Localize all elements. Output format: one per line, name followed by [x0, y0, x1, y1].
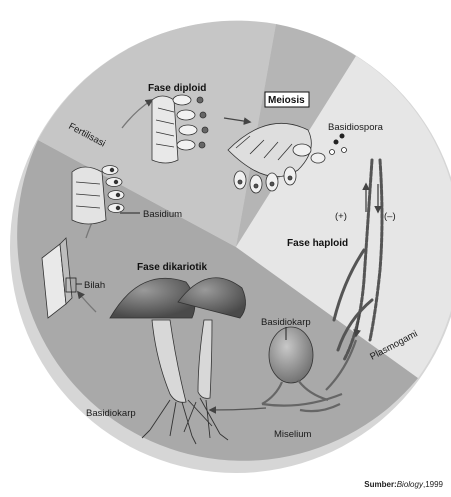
label-plus: (+) — [335, 211, 347, 222]
mushroom-roots — [141, 397, 229, 445]
basidiospore-dots — [329, 133, 347, 155]
meiosis-cluster — [227, 123, 326, 194]
label-minus: (–) — [384, 211, 396, 222]
source-credit: Sumber:Biology,1999 — [364, 480, 443, 489]
mycelium-network — [261, 339, 358, 413]
label-fase-haploid: Fase haploid — [287, 238, 348, 249]
young-basidiocarp — [268, 326, 314, 384]
label-basidiospora: Basidiospora — [328, 122, 384, 133]
label-basidiokarp-right: Basidiokarp — [261, 317, 311, 328]
gill-slab — [41, 237, 77, 319]
arrow-mycelium-to-mushroom — [208, 406, 267, 414]
label-miselium: Miselium — [274, 429, 312, 440]
label-fase-dikariotik: Fase dikariotik — [137, 262, 207, 273]
haploid-hyphae — [332, 158, 384, 362]
fertilisation-basidia-cluster — [71, 165, 125, 225]
arrow-diploid-to-meiosis — [223, 117, 252, 125]
label-basidium: Basidium — [143, 209, 182, 220]
meiosis-box — [264, 91, 310, 108]
haploid-sector — [236, 56, 451, 378]
arrow-mushroom-to-gill — [77, 290, 97, 313]
diploid-basidia-cluster — [151, 94, 209, 164]
arrow-fertilisation — [121, 99, 154, 129]
haploid-arrows — [353, 182, 382, 338]
label-basidiokarp-left: Basidiokarp — [86, 408, 136, 419]
source-title: Biology — [396, 480, 423, 489]
source-prefix: Sumber: — [364, 480, 397, 489]
label-fase-diploid: Fase diploid — [148, 83, 206, 94]
source-year: ,1999 — [422, 480, 443, 489]
label-bilah: Bilah — [84, 280, 105, 291]
mature-mushrooms — [109, 277, 246, 403]
label-meiosis: Meiosis — [268, 95, 305, 106]
